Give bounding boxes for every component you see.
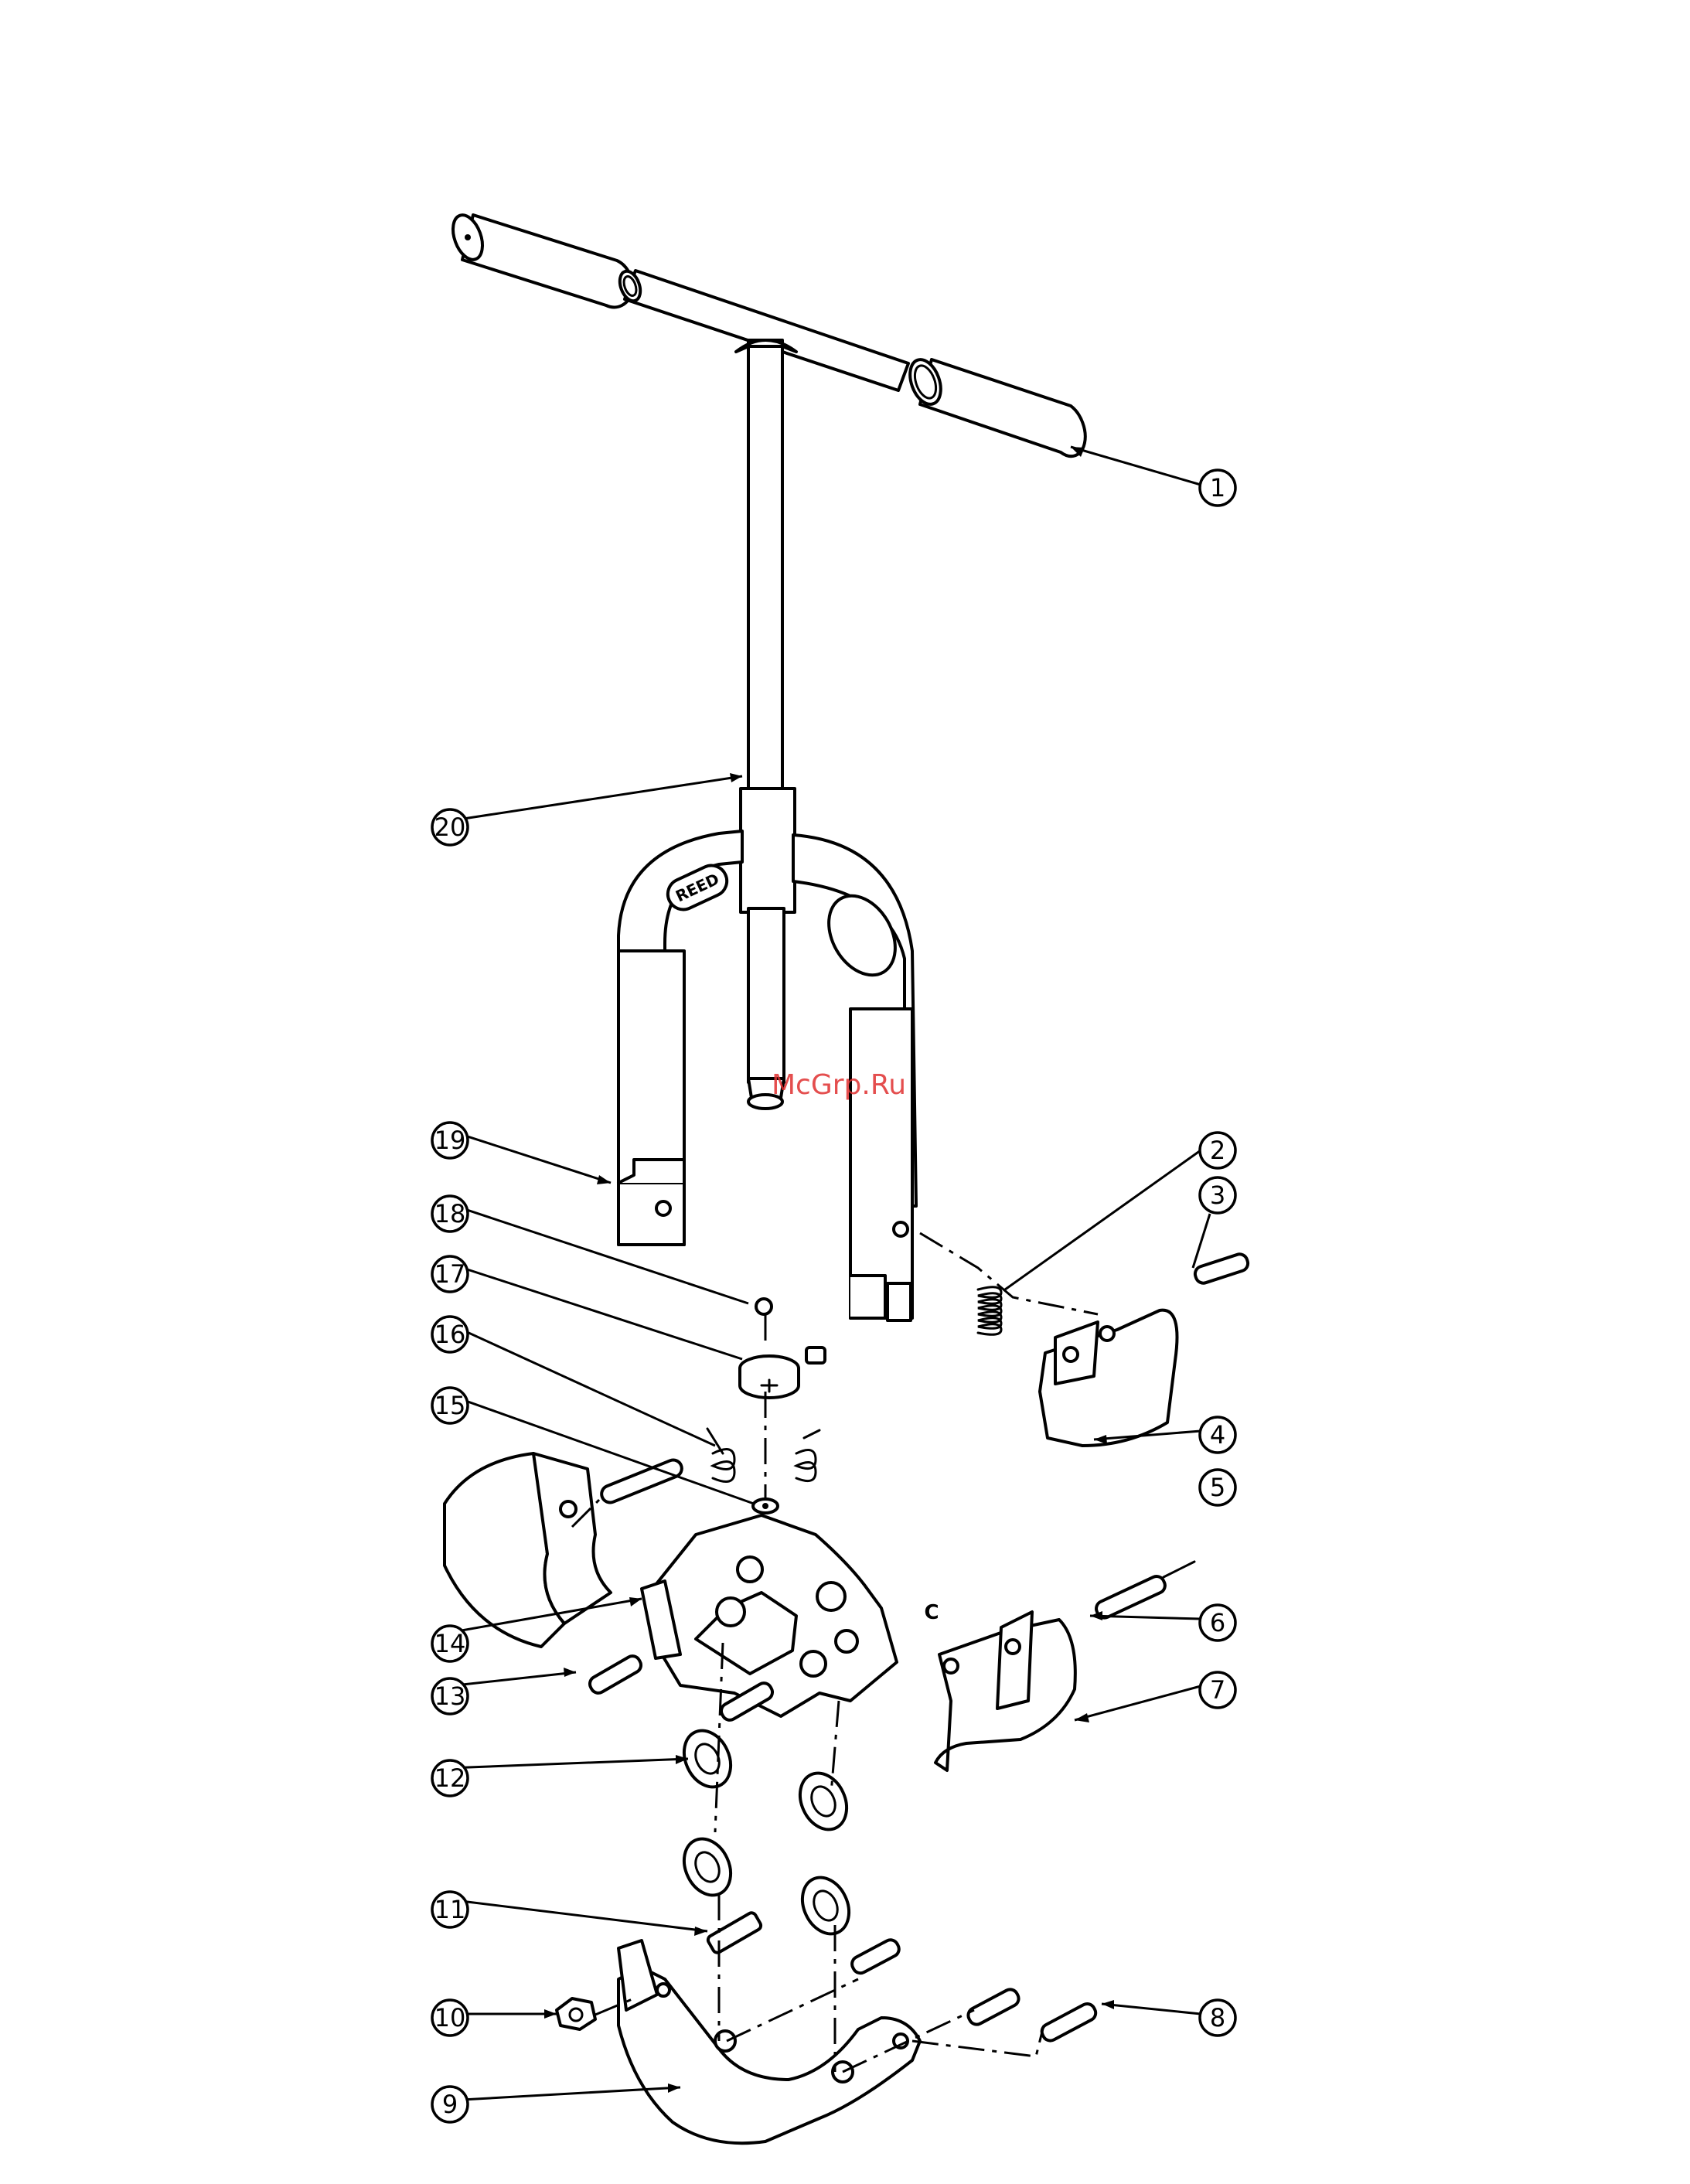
callout-9: 9 xyxy=(432,2087,468,2122)
set-ball xyxy=(756,1299,772,1314)
callout-13: 13 xyxy=(432,1678,468,1714)
lower-right-arm xyxy=(935,1562,1194,1770)
left-grip xyxy=(448,211,632,307)
callout-19: 19 xyxy=(432,1123,468,1158)
callout-label: 18 xyxy=(434,1199,466,1228)
callout-12: 12 xyxy=(432,1760,468,1796)
callout-11: 11 xyxy=(432,1892,468,1927)
leader-lines xyxy=(448,447,1210,2101)
callout-label: 5 xyxy=(1210,1473,1225,1502)
right-grip xyxy=(905,356,1085,456)
callout-8: 8 xyxy=(1200,2000,1235,2036)
callout-16: 16 xyxy=(432,1317,468,1352)
callout-15: 15 xyxy=(432,1388,468,1423)
callout-label: 7 xyxy=(1210,1675,1225,1705)
watermark: McGrp.Ru xyxy=(772,1069,906,1101)
callout-1: 1 xyxy=(1200,470,1235,506)
feed-nut-parts xyxy=(707,1287,1001,1513)
callout-3: 3 xyxy=(1200,1177,1235,1213)
callout-2: 2 xyxy=(1200,1133,1235,1168)
callout-20: 20 xyxy=(432,809,468,845)
callout-5: 5 xyxy=(1200,1470,1235,1505)
callout-4: 4 xyxy=(1200,1417,1235,1453)
callout-label: 11 xyxy=(434,1895,466,1924)
callout-label: 4 xyxy=(1210,1420,1225,1450)
callout-label: 17 xyxy=(434,1259,466,1289)
callout-label: 15 xyxy=(434,1391,466,1420)
lower-rollers xyxy=(676,1831,858,1942)
callout-18: 18 xyxy=(432,1196,468,1232)
upper-cutter-body xyxy=(445,1453,897,1716)
callout-label: 10 xyxy=(434,2003,466,2032)
t-handle xyxy=(448,211,1085,1109)
bottom-yoke xyxy=(557,1911,1099,2143)
callout-17: 17 xyxy=(432,1256,468,1292)
callout-label: 19 xyxy=(434,1126,466,1155)
callout-label: 3 xyxy=(1210,1181,1225,1210)
section-mark: C xyxy=(924,1601,939,1624)
callout-label: 16 xyxy=(434,1320,466,1349)
callout-label: 20 xyxy=(434,813,466,842)
callout-label: 2 xyxy=(1210,1136,1225,1165)
callout-6: 6 xyxy=(1200,1605,1235,1641)
callout-label: 14 xyxy=(434,1629,466,1658)
callout-label: 1 xyxy=(1210,473,1225,503)
callout-7: 7 xyxy=(1200,1672,1235,1708)
callout-label: 8 xyxy=(1210,2003,1225,2032)
callout-label: 6 xyxy=(1210,1608,1225,1637)
callout-10: 10 xyxy=(432,2000,468,2036)
callout-label: 12 xyxy=(434,1763,466,1793)
callout-label: 13 xyxy=(434,1681,466,1711)
callout-label: 9 xyxy=(442,2090,458,2119)
callout-14: 14 xyxy=(432,1626,468,1661)
vertical-shaft xyxy=(736,340,796,1109)
